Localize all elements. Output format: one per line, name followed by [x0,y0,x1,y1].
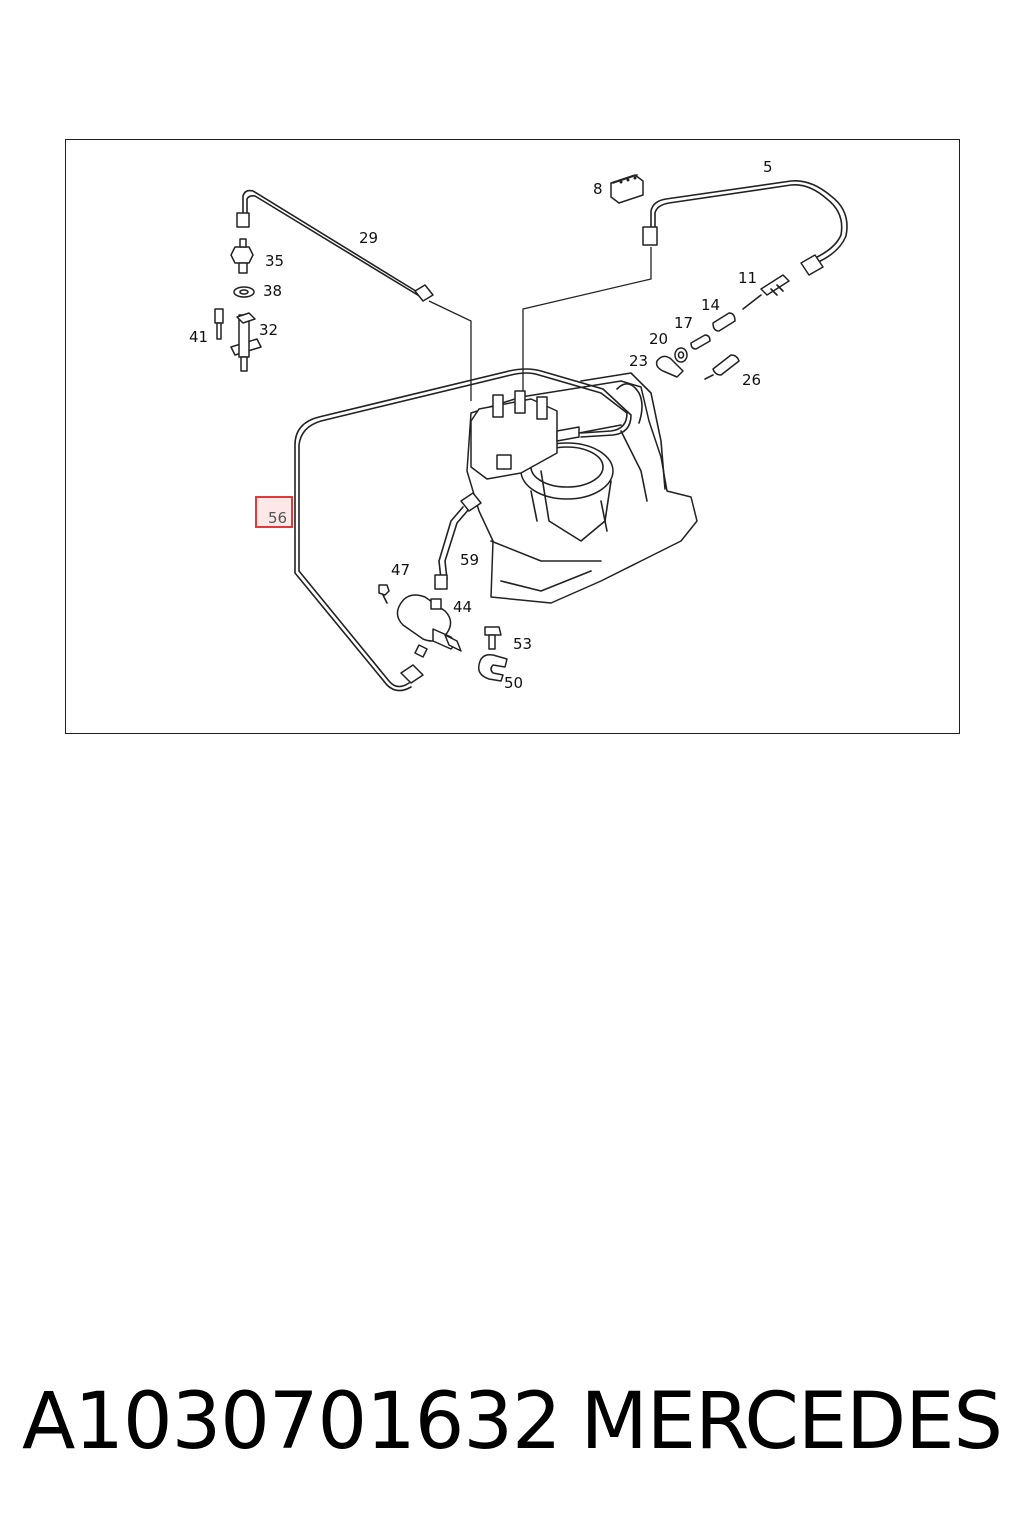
fitting-29b [414,284,434,302]
callout-41: 41 [189,328,208,346]
fitting-5b [800,254,824,276]
fitting-26 [712,354,740,376]
washer-38 [233,286,255,298]
fitting-56 [400,664,424,684]
callout-23: 23 [629,352,648,370]
callout-50: 50 [504,674,523,692]
manufacturer-name: MERCEDES [580,1377,1003,1467]
clip-50 [477,653,508,682]
bolt-41 [214,308,224,324]
callout-8: 8 [593,180,603,198]
fuel-line-5 [650,179,848,264]
screw-47 [378,584,390,596]
callout-32: 32 [259,321,278,339]
pressure-regulator-44 [396,594,462,658]
bolt-53 [484,626,502,636]
part-number: A1030701632 [22,1377,562,1467]
fuel-line-59 [438,506,464,580]
callout-20: 20 [649,330,668,348]
callout-38: 38 [263,282,282,300]
callout-59: 59 [460,551,479,569]
callout-35: 35 [265,252,284,270]
injector-11 [760,274,790,296]
callout-5: 5 [763,158,773,176]
fitting-14 [712,312,736,332]
union-35 [230,246,254,264]
exploded-parts-diagram: 5 8 29 35 38 41 32 11 14 17 20 23 26 56 … [189,158,848,692]
diagram-frame: 5 8 29 35 38 41 32 11 14 17 20 23 26 56 … [65,139,960,734]
fitting-29a [236,212,250,228]
fitting-5a [642,226,658,246]
callout-56: 56 [268,509,287,527]
clamp-23 [655,355,684,378]
fuel-distributor [470,390,622,480]
callout-26: 26 [742,371,761,389]
highlight-box-56 [255,496,293,528]
callout-47: 47 [391,561,410,579]
footer-caption: A1030701632 MERCEDES [0,1372,1024,1472]
seal-20 [674,347,688,363]
callout-17: 17 [674,314,693,332]
callout-29: 29 [359,229,378,247]
callout-53: 53 [513,635,532,653]
callout-14: 14 [701,296,720,314]
callout-11: 11 [738,269,757,287]
fuel-line-29 [242,189,420,294]
callout-44: 44 [453,598,472,616]
fitting-17 [690,334,711,350]
